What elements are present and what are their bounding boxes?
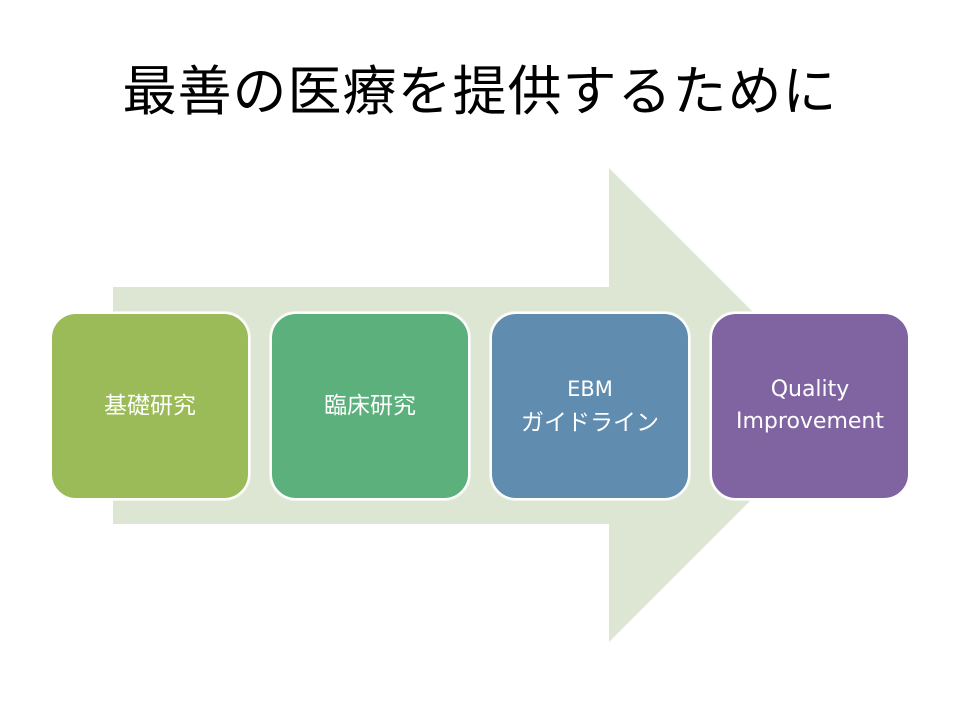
step-basic-research: 基礎研究: [50, 312, 250, 500]
step-ebm-guidelines: EBM ガイドライン: [490, 312, 690, 500]
step-label: 臨床研究: [324, 393, 416, 419]
step-quality-improvement: Quality Improvement: [710, 312, 910, 500]
step-label: ガイドライン: [521, 410, 659, 436]
step-label: 基礎研究: [104, 393, 196, 419]
step-label: Quality: [770, 377, 850, 402]
arrow-shape: [113, 168, 846, 642]
step-label: Improvement: [736, 409, 884, 434]
slide-title: 最善の医療を提供するために: [122, 60, 838, 123]
step-label: EBM: [567, 377, 613, 401]
step-clinical-research: 臨床研究: [270, 312, 470, 500]
